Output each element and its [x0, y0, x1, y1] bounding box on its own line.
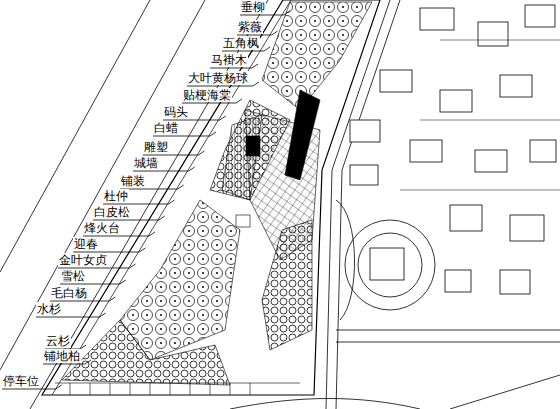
- plant-label: 城墙: [133, 156, 159, 170]
- plant-label: 白蜡: [153, 121, 179, 135]
- plant-label: 水杉: [36, 302, 62, 316]
- plant-label: 迎春: [73, 237, 99, 251]
- plant-label: 马褂木: [210, 53, 248, 67]
- plant-label: 铺地柏: [43, 349, 81, 363]
- plant-label: 雕塑: [143, 140, 169, 154]
- plant-label: 五角枫: [222, 36, 260, 50]
- plant-label: 紫薇: [237, 20, 263, 34]
- parking: [55, 383, 300, 395]
- roads: [230, 0, 560, 409]
- plant-label: 垂柳: [240, 0, 266, 14]
- buildings: [350, 5, 560, 294]
- site-boundary: [42, 0, 380, 395]
- plant-label: 贴梗海棠: [182, 88, 232, 102]
- plant-label: 雪松: [60, 269, 86, 283]
- plant-label: 停车位: [2, 374, 40, 388]
- plant-label: 毛白杨: [50, 286, 88, 300]
- plant-label: 大叶黄杨球: [187, 71, 249, 85]
- paving-plaza: [222, 90, 320, 260]
- plant-label: 云杉: [45, 334, 71, 348]
- plant-label: 杜仲: [103, 189, 129, 203]
- plant-label: 铺装: [120, 174, 146, 188]
- plant-label: 白皮松: [93, 205, 131, 219]
- plant-label: 码头: [163, 105, 189, 119]
- plant-label: 金叶女贞: [58, 253, 108, 267]
- plant-label: 烽火台: [83, 221, 121, 235]
- planting-areas: [62, 2, 372, 385]
